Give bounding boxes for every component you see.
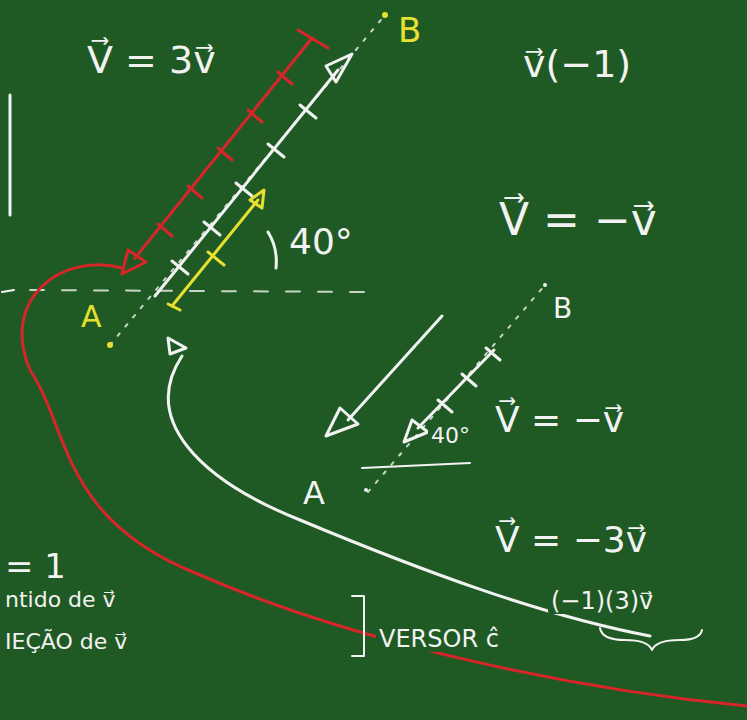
bracket <box>352 596 364 656</box>
chalk-label: B <box>550 294 575 325</box>
chalk-label: V⃗ = 3v⃗ <box>84 40 219 82</box>
chalk-label: 40° <box>286 222 356 262</box>
underline <box>362 463 470 468</box>
horizontal-reference <box>30 290 370 292</box>
chalk-label: = 1 <box>2 548 69 585</box>
vector-cap <box>168 304 180 310</box>
chalk-label: B <box>395 12 424 49</box>
point <box>382 12 388 18</box>
vector-arrow <box>418 350 494 428</box>
chalk-label: V⃗ = −v⃗ <box>492 400 627 440</box>
tick-mark <box>208 252 224 265</box>
chalk-label: v⃗(−1) <box>520 44 634 86</box>
underbrace <box>600 628 702 650</box>
vector-arrow <box>348 316 442 420</box>
arrow-head <box>122 250 146 274</box>
chalk-label: IEÇÃO de v⃗ <box>2 630 130 654</box>
chalk-label: V⃗ = −v⃗ <box>496 196 660 244</box>
point <box>364 488 368 492</box>
arrow-head <box>168 338 186 354</box>
chalk-label: A <box>300 476 328 511</box>
angle-arc <box>268 232 276 268</box>
vector-cap <box>298 30 328 48</box>
point <box>543 283 547 287</box>
arrow-head <box>326 408 358 436</box>
direction-line <box>368 285 545 492</box>
arrow-head <box>404 420 428 442</box>
chalk-label: ntido de v⃗ <box>2 588 119 612</box>
chalk-label: VERSOR ĉ <box>376 626 502 652</box>
chalk-label: V⃗ = −3v⃗ <box>492 520 650 560</box>
chalk-label: A <box>78 300 105 333</box>
vector-arrow <box>155 70 338 296</box>
chalk-label: 40° <box>428 424 473 448</box>
link-curve <box>22 265 747 706</box>
chalk-label: (−1)(3)v⃗ <box>548 588 656 614</box>
arrow-head <box>326 54 352 82</box>
tick-marks <box>438 348 500 412</box>
chalk-mark <box>2 290 14 292</box>
vector-arrow <box>172 200 258 306</box>
chalk-mark <box>9 95 12 215</box>
arrow-head <box>250 190 264 208</box>
point <box>107 342 113 348</box>
